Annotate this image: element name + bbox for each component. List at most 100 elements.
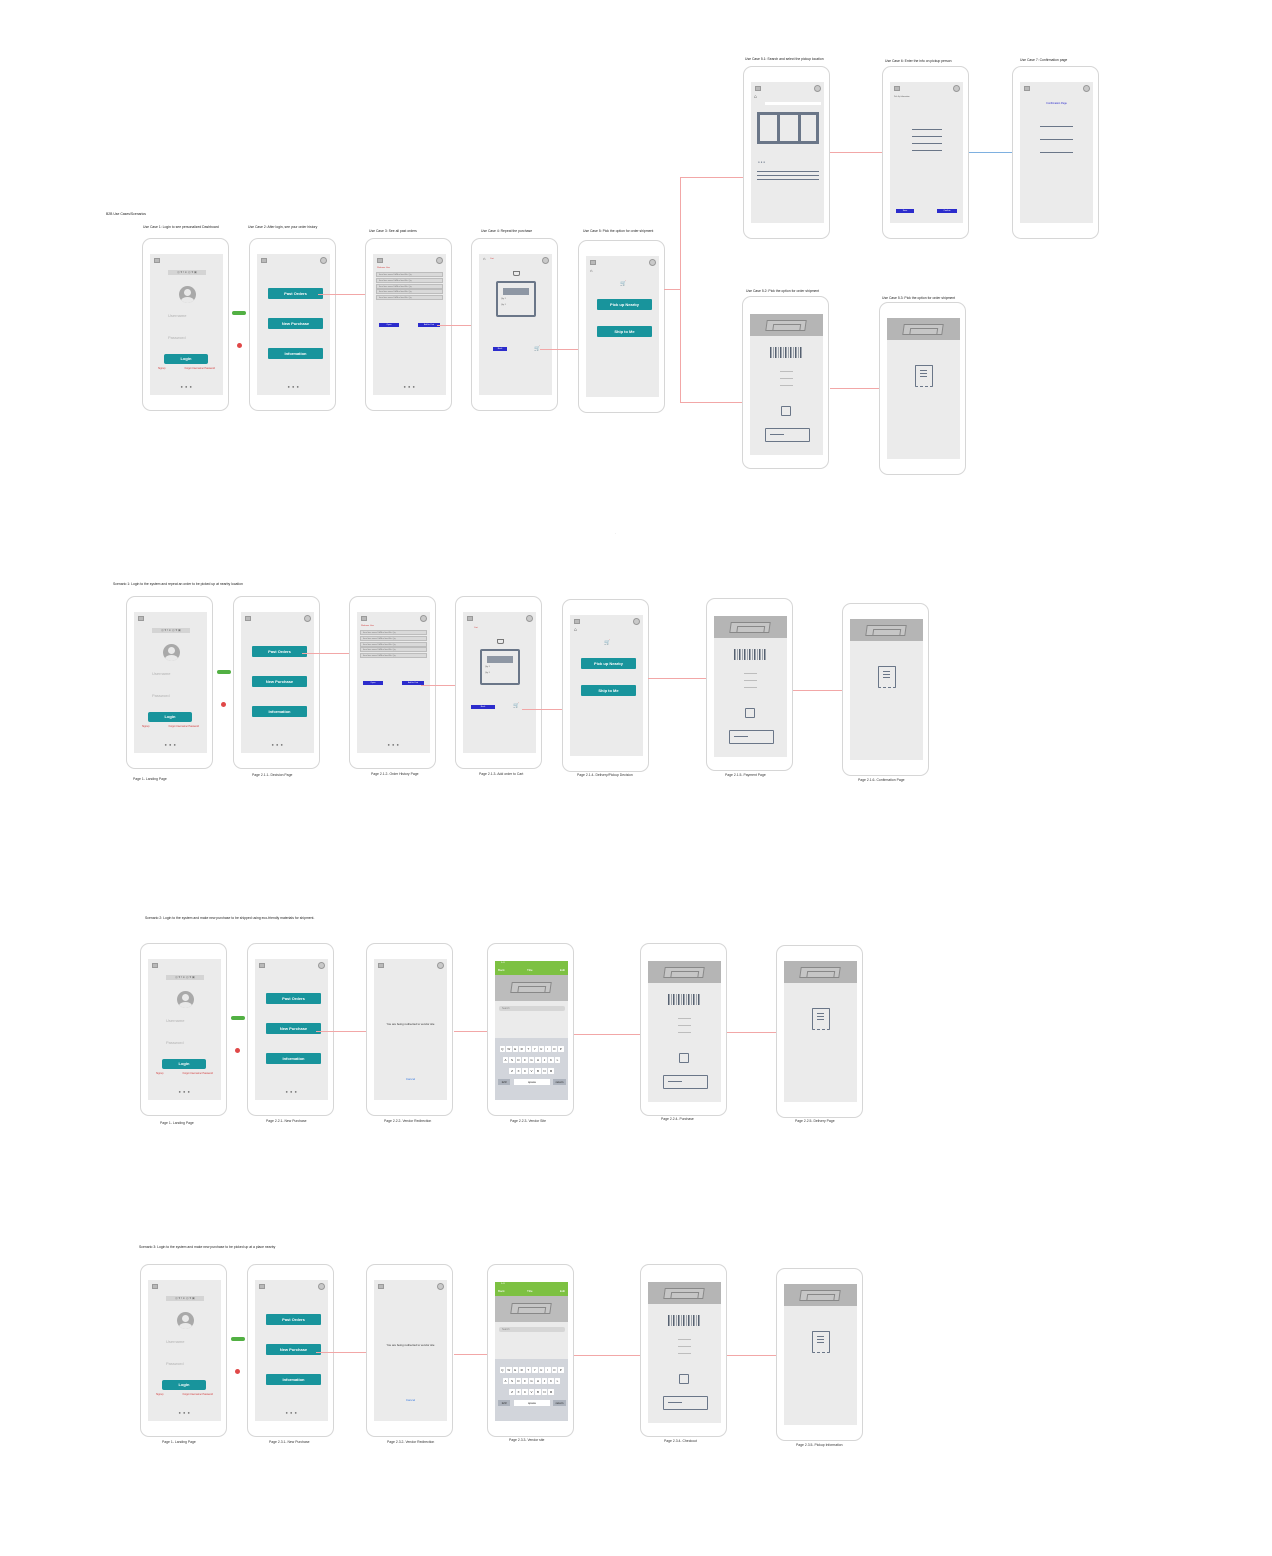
signup-link[interactable]: Signup <box>158 367 166 370</box>
key-a[interactable]: A <box>502 1057 509 1063</box>
key-v[interactable]: V <box>528 1389 535 1395</box>
confirm-button[interactable]: Confirm <box>937 209 957 213</box>
past-orders-button[interactable]: Past Orders <box>266 993 321 1004</box>
key-j[interactable]: J <box>541 1378 548 1384</box>
key-e[interactable]: E <box>512 1367 518 1373</box>
search-input[interactable]: Search <box>499 1327 565 1332</box>
key-k[interactable]: K <box>548 1057 554 1063</box>
cancel-link[interactable]: Cancel <box>405 1398 416 1402</box>
table-row[interactable]: Item Item name Dd/Mm Item/No. Qty <box>360 641 427 647</box>
key-z[interactable]: Z <box>509 1068 515 1074</box>
return-key[interactable]: return <box>553 1079 566 1085</box>
key-n[interactable]: N <box>541 1068 548 1074</box>
home-icon[interactable]: ⌂ <box>574 627 578 633</box>
key-i[interactable]: I <box>545 1367 551 1373</box>
username-field[interactable]: Username <box>168 313 187 318</box>
information-button[interactable]: Information <box>252 706 307 717</box>
add-to-cart-button[interactable]: Add to Cart <box>402 681 424 685</box>
pickup-nearby-button[interactable]: Pick up Nearby <box>581 658 636 669</box>
apps-icon[interactable] <box>679 1374 689 1384</box>
key-b[interactable]: B <box>535 1389 541 1395</box>
num-key[interactable]: 123 <box>498 1400 510 1406</box>
login-button[interactable]: Login <box>162 1059 206 1069</box>
cart-icon[interactable]: 🛒 <box>513 703 520 709</box>
login-button[interactable]: Login <box>164 354 208 364</box>
space-key[interactable]: space <box>514 1079 550 1085</box>
information-button[interactable]: Information <box>266 1053 321 1064</box>
forgot-link[interactable]: Forgot Username/ Password <box>184 367 215 370</box>
key-w[interactable]: W <box>506 1046 512 1052</box>
key-p[interactable]: P <box>558 1367 564 1373</box>
table-row[interactable]: Item Item name Dd/Mm Item/No. Qty <box>376 277 443 283</box>
key-l[interactable]: L <box>554 1378 561 1384</box>
key-m[interactable]: M <box>548 1389 554 1395</box>
key-k[interactable]: K <box>548 1378 554 1384</box>
key-r[interactable]: R <box>519 1046 525 1052</box>
num-key[interactable]: 123 <box>498 1079 510 1085</box>
table-row[interactable]: Item Item name Dd/Mm Item/No. Qty <box>360 653 427 659</box>
space-key[interactable]: space <box>514 1400 550 1406</box>
table-row[interactable]: Item Item name Dd/Mm Item/No. Qty <box>376 295 443 301</box>
username-field[interactable]: Username <box>166 1018 185 1023</box>
search-input[interactable] <box>765 102 821 105</box>
key-s[interactable]: S <box>509 1057 515 1063</box>
key-x[interactable]: X <box>515 1068 522 1074</box>
key-y[interactable]: Y <box>532 1367 538 1373</box>
edit-link[interactable]: Edit <box>559 1289 565 1293</box>
table-row[interactable]: Item Item name Dd/Mm Item/No. Qty <box>376 283 443 289</box>
key-t[interactable]: T <box>525 1046 531 1052</box>
apps-icon[interactable] <box>745 708 755 718</box>
credit-card-icon[interactable] <box>729 730 774 744</box>
key-h[interactable]: H <box>535 1378 541 1384</box>
key-g[interactable]: G <box>528 1378 535 1384</box>
pickup-nearby-button[interactable]: Pick up Nearby <box>597 299 652 310</box>
new-purchase-button[interactable]: New Purchase <box>266 1023 321 1034</box>
key-a[interactable]: A <box>502 1378 509 1384</box>
ship-to-me-button[interactable]: Ship to Me <box>597 326 652 337</box>
open-button[interactable]: Open <box>363 681 383 685</box>
key-d[interactable]: D <box>515 1378 522 1384</box>
key-o[interactable]: O <box>551 1046 557 1052</box>
key-t[interactable]: T <box>525 1367 531 1373</box>
username-field[interactable]: Username <box>152 671 171 676</box>
key-c[interactable]: C <box>522 1068 528 1074</box>
password-field[interactable]: Password <box>166 1040 184 1045</box>
signup-link[interactable]: Signup <box>156 1393 164 1396</box>
back-button[interactable]: Back <box>493 347 507 351</box>
table-row[interactable]: Item Item name Dd/Mm Item/No. Qty <box>360 647 427 653</box>
new-purchase-button[interactable]: New Purchase <box>252 676 307 687</box>
map-icon[interactable] <box>757 112 819 144</box>
edit-link[interactable]: Edit <box>559 968 565 972</box>
back-link[interactable]: Back <box>498 1289 505 1293</box>
table-row[interactable]: Item Item name Dd/Mm Item/No. Qty <box>376 289 443 295</box>
forgot-link[interactable]: Forgot Username/ Password <box>182 1072 213 1075</box>
key-e[interactable]: E <box>512 1046 518 1052</box>
key-q[interactable]: Q <box>499 1367 505 1373</box>
cancel-link[interactable]: Cancel <box>405 1077 416 1081</box>
password-field[interactable]: Password <box>168 335 186 340</box>
login-button[interactable]: Login <box>148 712 192 722</box>
key-f[interactable]: F <box>522 1057 528 1063</box>
key-d[interactable]: D <box>515 1057 522 1063</box>
apps-icon[interactable] <box>781 406 791 416</box>
search-input[interactable]: Search <box>499 1006 565 1011</box>
key-u[interactable]: U <box>538 1367 544 1373</box>
credit-card-icon[interactable] <box>663 1075 708 1089</box>
login-button[interactable]: Login <box>162 1380 206 1390</box>
information-button[interactable]: Information <box>268 348 323 359</box>
table-row[interactable]: Item Item name Dd/Mm Item/No. Qty <box>360 635 427 641</box>
open-button[interactable]: Open <box>379 323 399 327</box>
key-g[interactable]: G <box>528 1057 535 1063</box>
signup-link[interactable]: Signup <box>156 1072 164 1075</box>
key-w[interactable]: W <box>506 1367 512 1373</box>
password-field[interactable]: Password <box>166 1361 184 1366</box>
key-h[interactable]: H <box>535 1057 541 1063</box>
password-field[interactable]: Password <box>152 693 170 698</box>
home-icon[interactable]: ⌂ <box>483 256 486 261</box>
credit-card-icon[interactable] <box>663 1396 708 1410</box>
key-m[interactable]: M <box>548 1068 554 1074</box>
cart-icon[interactable]: 🛒 <box>534 346 541 352</box>
information-button[interactable]: Information <box>266 1374 321 1385</box>
add-to-cart-button[interactable]: Add to Cart <box>418 323 440 327</box>
